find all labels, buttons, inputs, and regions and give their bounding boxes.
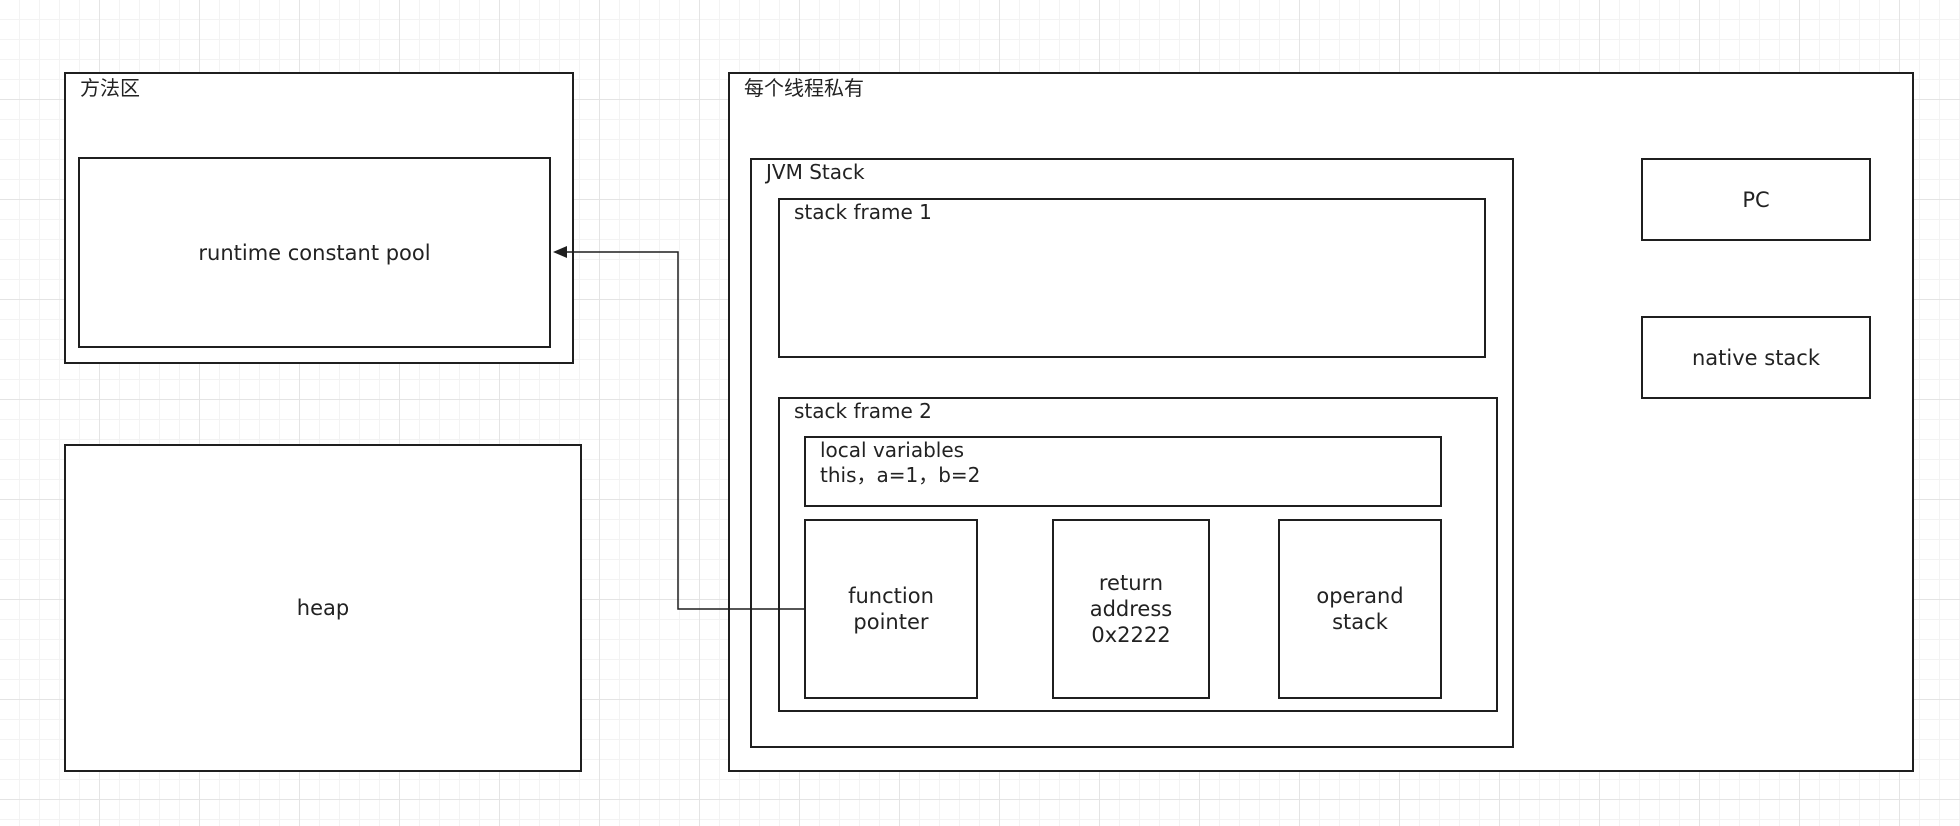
pc-label: PC <box>1742 187 1770 212</box>
method-area-title: 方法区 <box>80 76 140 100</box>
local-variables-title: local variables <box>820 438 965 462</box>
return-address-box: return address 0x2222 <box>1052 519 1210 699</box>
native-stack-label: native stack <box>1691 345 1821 370</box>
heap-box: heap <box>64 444 582 772</box>
function-pointer-box: function pointer <box>804 519 978 699</box>
stack-frame-1-box: stack frame 1 <box>778 198 1486 358</box>
function-pointer-label: function pointer <box>848 584 934 634</box>
jvm-stack-box: JVM Stack stack frame 1 stack frame 2 lo… <box>750 158 1514 748</box>
operand-stack-box: operand stack <box>1278 519 1442 699</box>
stack-frame-2-title: stack frame 2 <box>794 399 932 423</box>
heap-label: heap <box>296 596 350 620</box>
thread-private-box: 每个线程私有 JVM Stack stack frame 1 stack fra… <box>728 72 1914 772</box>
stack-frame-2-box: stack frame 2 local variables this，a=1，b… <box>778 397 1498 712</box>
method-area-box: 方法区 runtime constant pool <box>64 72 574 364</box>
native-stack-box: native stack <box>1641 316 1871 399</box>
runtime-constant-pool-label: runtime constant pool <box>198 240 431 265</box>
local-variables-values: this，a=1，b=2 <box>820 463 981 487</box>
operand-stack-label: operand stack <box>1316 584 1404 634</box>
return-address-label: return address 0x2222 <box>1089 571 1173 647</box>
local-variables-box: local variables this，a=1，b=2 <box>804 436 1442 507</box>
thread-private-title: 每个线程私有 <box>744 76 864 100</box>
pc-box: PC <box>1641 158 1871 241</box>
jvm-stack-title: JVM Stack <box>766 160 865 184</box>
runtime-constant-pool-box: runtime constant pool <box>78 157 551 348</box>
stack-frame-1-title: stack frame 1 <box>794 200 932 224</box>
